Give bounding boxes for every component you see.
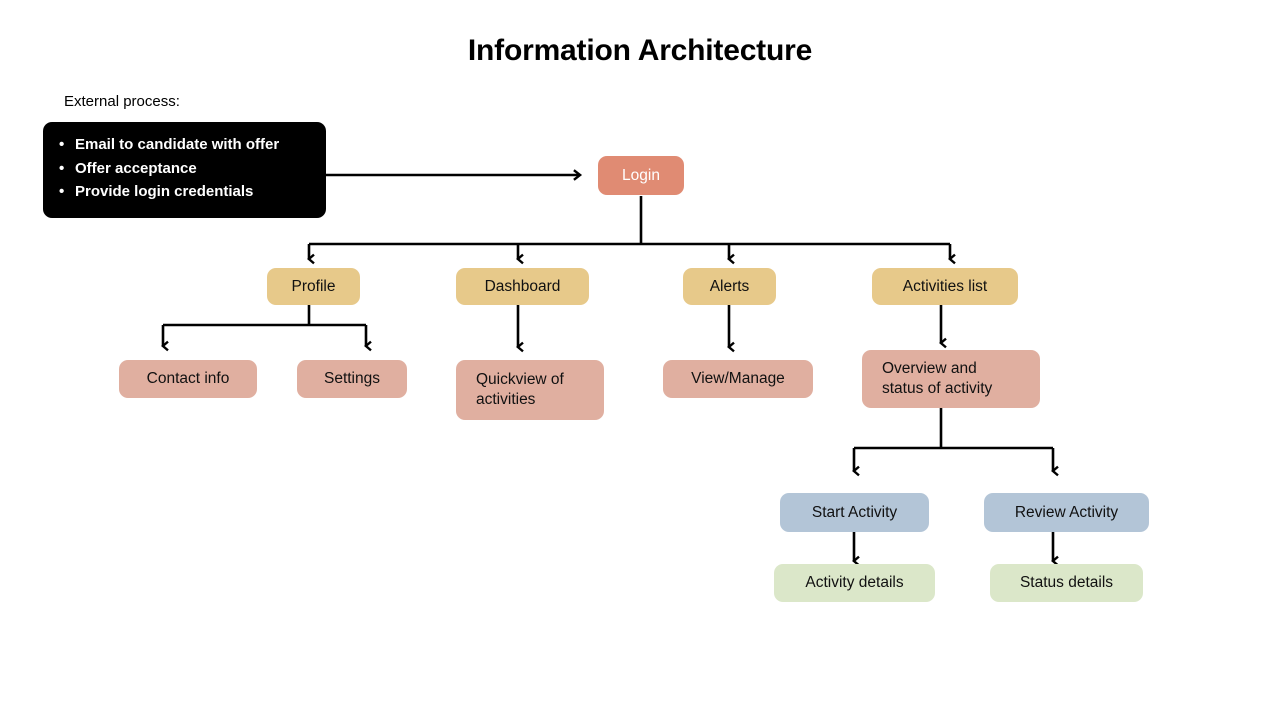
node-contact-info[interactable]: Contact info [119,360,257,398]
node-alerts[interactable]: Alerts [683,268,776,305]
page-title: Information Architecture [467,34,813,67]
node-view-manage-label: View/Manage [691,370,785,387]
node-status-details[interactable]: Status details [990,564,1143,602]
node-quickview[interactable]: Quickview of activities [456,360,604,420]
node-quickview-label: Quickview of activities [476,371,564,408]
node-activities-list[interactable]: Activities list [872,268,1018,305]
node-review-activity[interactable]: Review Activity [984,493,1149,532]
node-view-manage[interactable]: View/Manage [663,360,813,398]
node-alerts-label: Alerts [709,277,750,295]
node-activity-details-label: Activity details [805,574,904,591]
node-overview-status[interactable]: Overview and status of activity [862,350,1040,408]
external-process-box: Email to candidate with offer Offer acce… [43,122,326,218]
list-item: Email to candidate with offer [57,133,314,157]
node-status-details-label: Status details [1019,574,1114,591]
node-profile-label: Profile [291,277,336,295]
node-settings-label: Settings [323,370,380,387]
external-process-list: Email to candidate with offer Offer acce… [57,133,314,204]
list-item: Offer acceptance [57,157,314,181]
node-login-label: Login [622,166,660,184]
node-login[interactable]: Login [598,156,684,195]
node-profile[interactable]: Profile [267,268,360,305]
node-contact-info-label: Contact info [146,370,230,387]
node-settings[interactable]: Settings [297,360,407,398]
list-item: Provide login credentials [57,180,314,204]
node-activities-list-label: Activities list [902,277,988,295]
node-review-activity-label: Review Activity [1014,503,1119,521]
node-dashboard[interactable]: Dashboard [456,268,589,305]
node-start-activity-label: Start Activity [811,503,898,521]
node-overview-status-label: Overview and status of activity [882,360,993,397]
external-process-label: External process: [64,93,180,110]
node-dashboard-label: Dashboard [484,277,561,295]
node-start-activity[interactable]: Start Activity [780,493,929,532]
node-activity-details[interactable]: Activity details [774,564,935,602]
